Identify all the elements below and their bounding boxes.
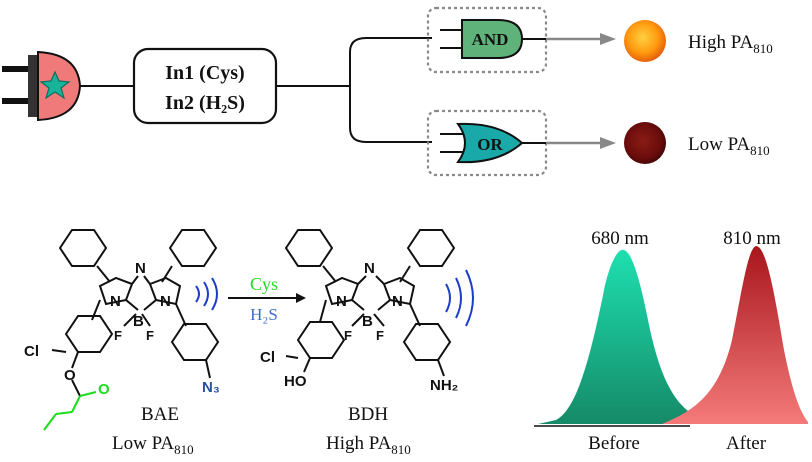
- svg-text:N: N: [336, 293, 347, 310]
- svg-text:O: O: [98, 381, 110, 398]
- product-pa-label: High PA810: [326, 433, 411, 457]
- hydroxy-label: HO: [284, 373, 307, 390]
- input-1-label: In1 (Cys): [165, 62, 244, 84]
- svg-text:B: B: [362, 313, 373, 330]
- spectra-panel: 680 nm 810 nm Before After: [534, 228, 808, 454]
- svg-text:N: N: [135, 260, 146, 277]
- reagent-h2s: H₂S: [250, 305, 278, 324]
- spectrum-before: [538, 249, 712, 424]
- reactant-structure: [43, 229, 220, 431]
- or-gate-label: OR: [477, 135, 503, 154]
- output-high-circle: [624, 20, 666, 62]
- svg-text:N: N: [110, 293, 121, 310]
- arrow-high-icon: [600, 33, 616, 45]
- arrow-right-icon: [296, 293, 306, 303]
- or-gate: [456, 122, 524, 164]
- spectrum-after: [662, 246, 808, 424]
- reagent-cys: Cys: [250, 274, 278, 294]
- logic-panel: In1 (Cys) In2 (H₂S) AND OR High PA810 Lo…: [2, 6, 773, 177]
- svg-text:B: B: [133, 313, 144, 330]
- azide-label: N₃: [202, 379, 220, 396]
- reactant-atom-labels: N N N B F F Cl O O N₃: [24, 260, 220, 398]
- reactant-name: BAE: [141, 404, 179, 425]
- input-2-label: In2 (H₂S): [165, 92, 245, 114]
- before-caption: Before: [588, 433, 640, 454]
- output-low-label: Low PA810: [688, 134, 770, 158]
- arrow-low-icon: [600, 137, 616, 149]
- svg-text:N: N: [160, 293, 171, 310]
- svg-text:O: O: [64, 367, 76, 384]
- reactant-pa-label: Low PA810: [112, 433, 194, 457]
- star-icon: [39, 70, 71, 100]
- before-peak-label: 680 nm: [591, 228, 649, 249]
- svg-text:F: F: [114, 328, 122, 343]
- plug-icon: [2, 50, 82, 122]
- reaction-arrow: Cys H₂S: [228, 274, 306, 324]
- svg-text:Cl: Cl: [24, 343, 39, 360]
- and-gate-label: AND: [472, 30, 509, 49]
- svg-text:N: N: [364, 260, 375, 277]
- svg-text:F: F: [146, 328, 154, 343]
- svg-text:N: N: [392, 293, 403, 310]
- after-peak-label: 810 nm: [723, 228, 781, 249]
- output-low-circle: [624, 122, 666, 164]
- product-structure: [284, 229, 474, 377]
- svg-text:Cl: Cl: [260, 349, 275, 366]
- svg-text:F: F: [344, 328, 352, 343]
- svg-text:F: F: [376, 328, 384, 343]
- output-high-label: High PA810: [688, 32, 773, 56]
- after-caption: After: [726, 433, 767, 454]
- amine-label: NH₂: [430, 377, 458, 394]
- product-atom-labels: N N N B F F Cl HO NH₂: [260, 260, 458, 394]
- product-name: BDH: [348, 404, 388, 425]
